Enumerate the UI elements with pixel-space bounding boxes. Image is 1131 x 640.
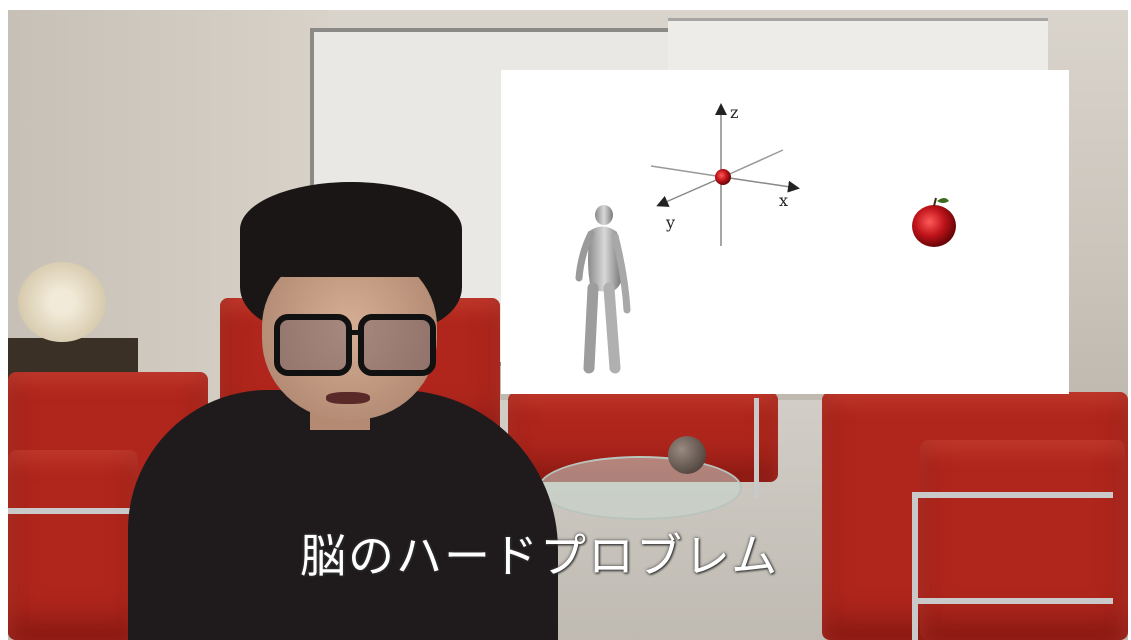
axis-line bbox=[650, 165, 724, 178]
glasses-bridge bbox=[346, 330, 362, 335]
person-fringe bbox=[240, 182, 462, 277]
slide-diagram: z x y bbox=[575, 103, 956, 374]
glasses-left-lens bbox=[274, 314, 352, 376]
z-axis-label: z bbox=[730, 103, 738, 122]
y-axis bbox=[656, 176, 724, 207]
red-sofa-left-arm bbox=[8, 450, 138, 640]
small-apple bbox=[715, 169, 731, 185]
sofa-chrome-frame bbox=[918, 598, 1113, 604]
axis-line bbox=[722, 149, 784, 178]
y-axis-label: y bbox=[665, 213, 675, 232]
x-axis-label: x bbox=[779, 191, 788, 210]
subtitle-caption: 脳のハードプロブレム bbox=[300, 529, 780, 583]
glasses-right-lens bbox=[358, 314, 436, 376]
human-figure bbox=[575, 205, 631, 374]
sofa-chrome-frame bbox=[918, 492, 1113, 498]
large-apple bbox=[912, 197, 956, 247]
slide-overlay: z x y bbox=[501, 70, 1069, 394]
x-axis bbox=[722, 176, 800, 193]
glass-coffee-table bbox=[538, 456, 742, 520]
woven-lamp bbox=[18, 262, 106, 342]
sofa-chrome-frame bbox=[912, 492, 918, 640]
sofa-chrome-frame bbox=[8, 508, 134, 514]
sofa-chrome-frame bbox=[754, 398, 759, 498]
person-mouth bbox=[326, 392, 370, 404]
globe-ornament bbox=[668, 436, 706, 474]
red-sofa-right-arm bbox=[920, 440, 1125, 640]
person-shirt bbox=[128, 390, 558, 640]
